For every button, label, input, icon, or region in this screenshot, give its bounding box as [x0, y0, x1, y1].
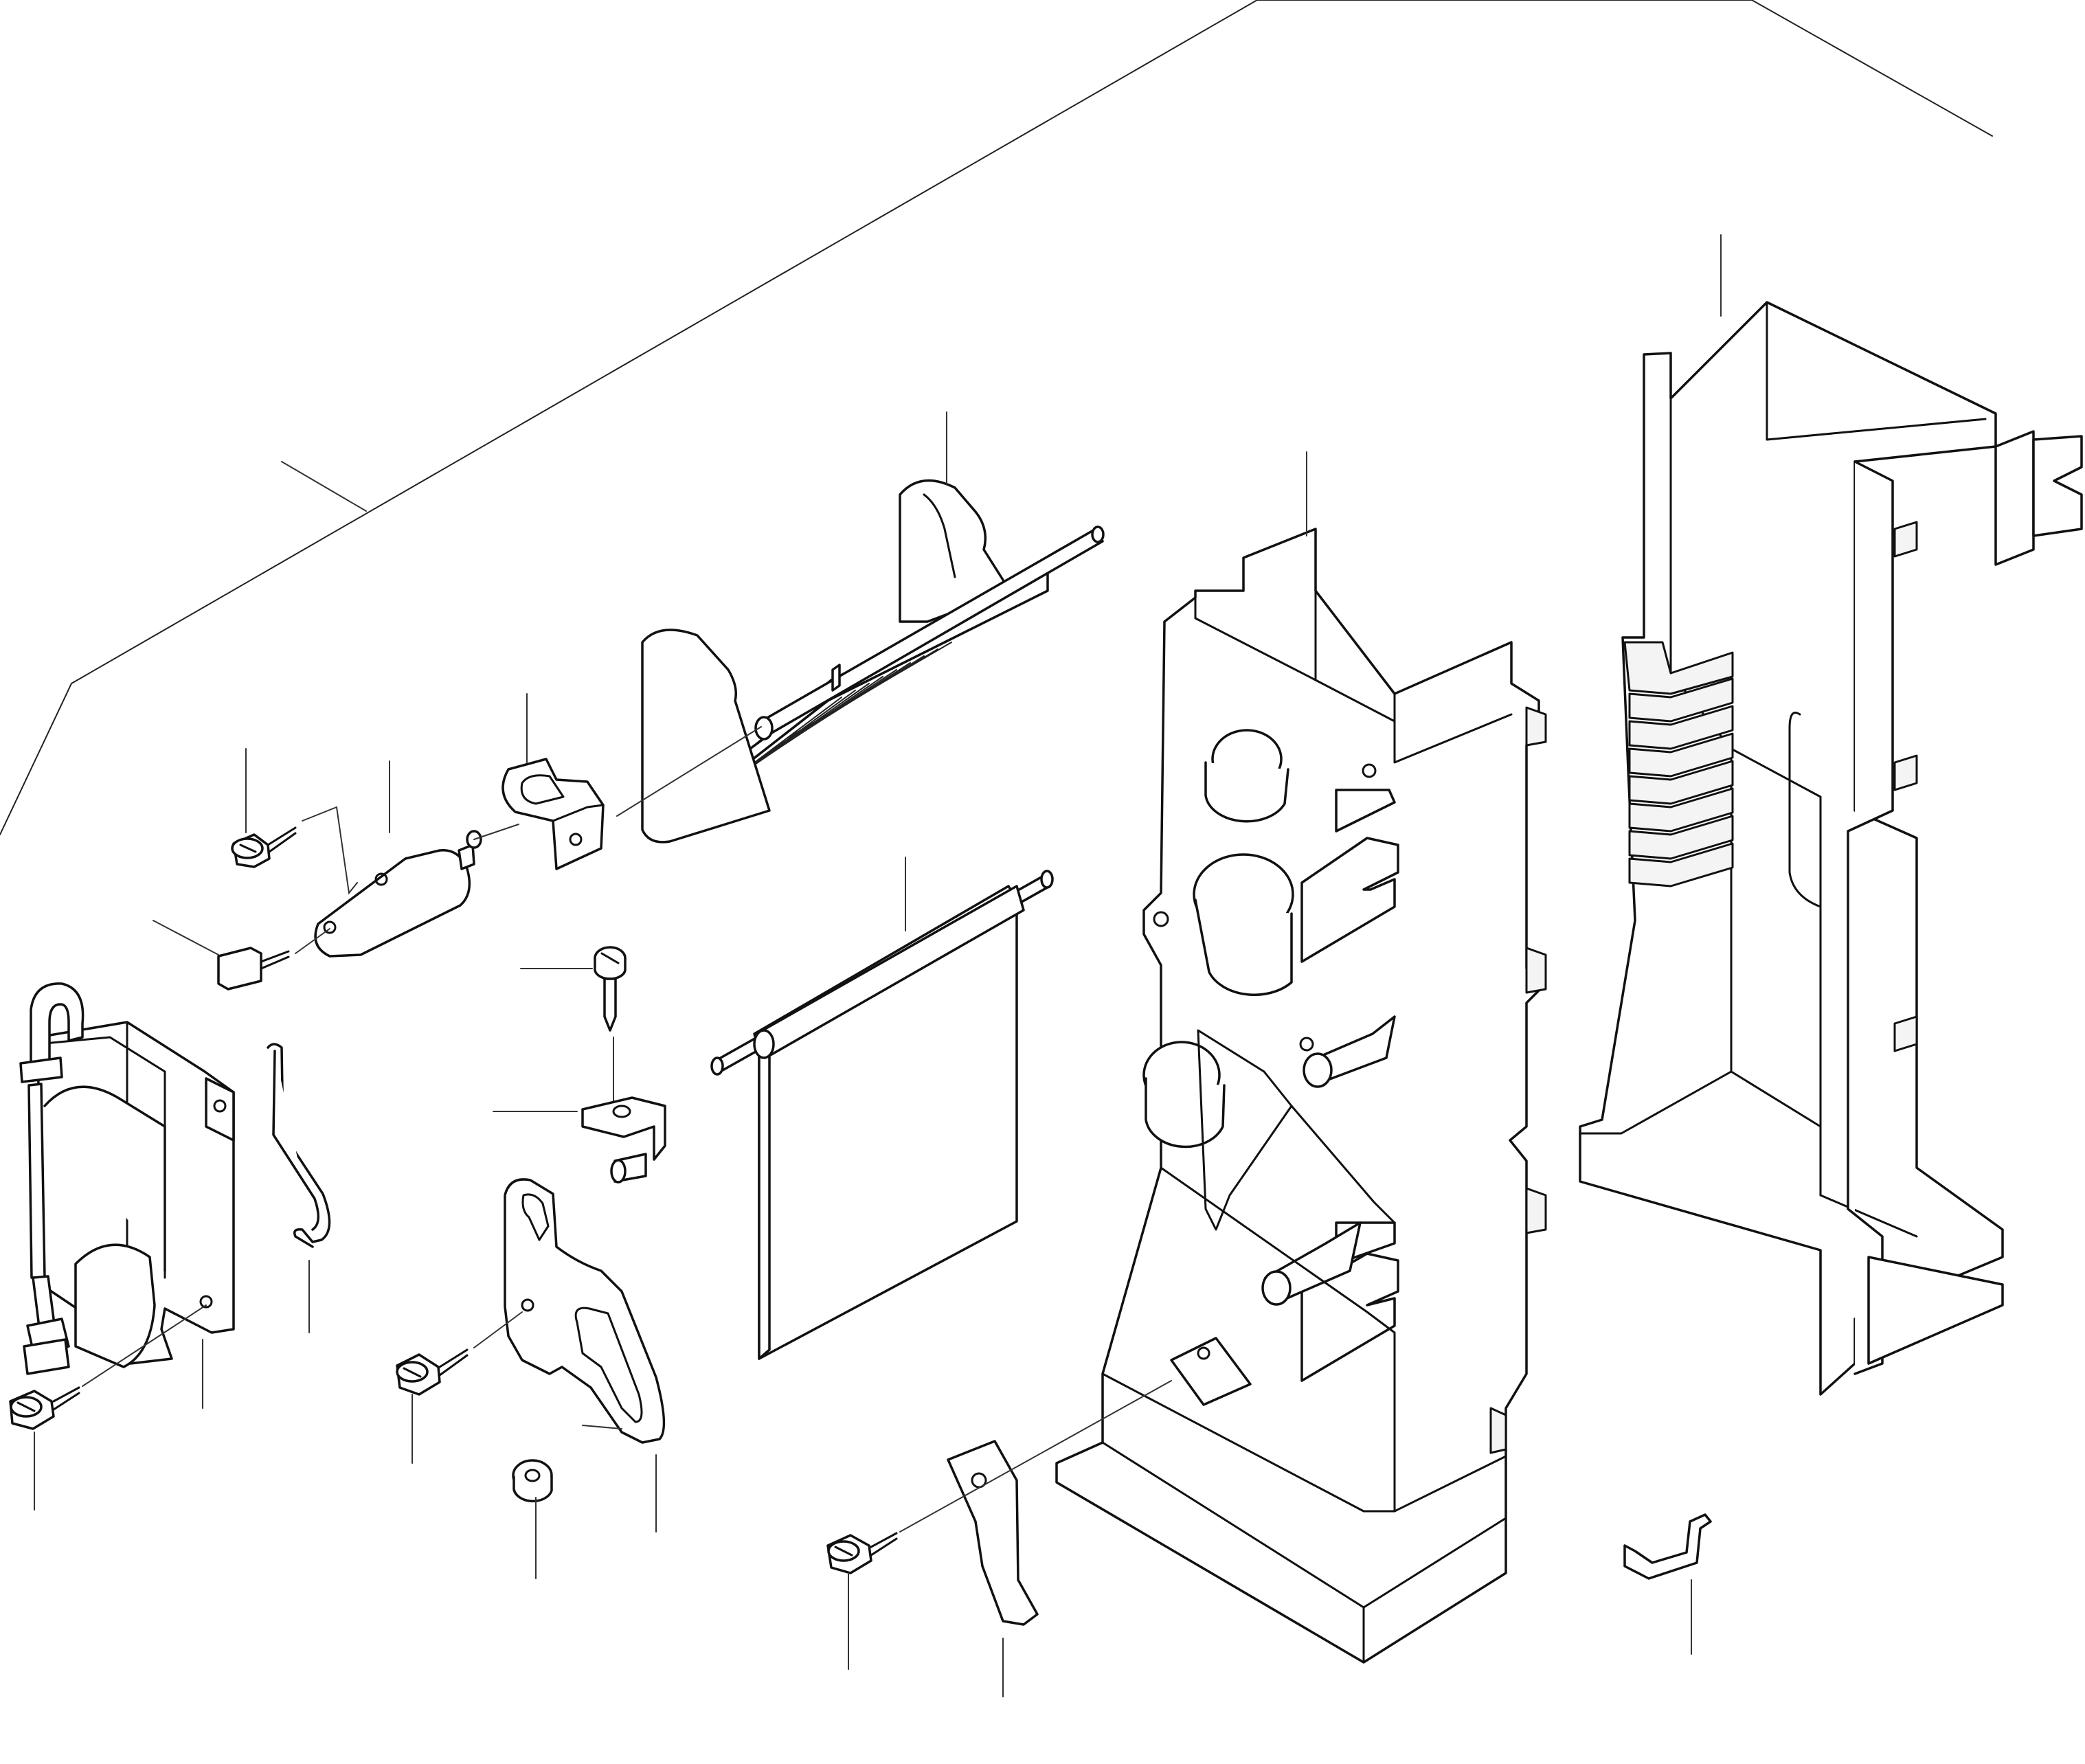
housing-center-half [1055, 528, 1547, 1664]
leader-line-link-plate-rivet [582, 1425, 622, 1429]
heater-core [710, 870, 1054, 1360]
leader-line-screw-link-plate [473, 1311, 523, 1348]
housing-right-half [1579, 301, 2083, 1396]
retaining-clip [1623, 1513, 1712, 1580]
leader-line-flap-shaft [616, 726, 762, 817]
leader-line-screw-lever-lower [295, 928, 330, 954]
leader-line-assembly [281, 461, 367, 512]
leader-line-screw-mid-left [153, 920, 219, 956]
screw-lower-center [396, 1348, 469, 1396]
link-plate [504, 1178, 666, 1444]
mix-door-flap [641, 479, 1105, 844]
pin-bracket [581, 1096, 666, 1184]
screw-lower-right [826, 1532, 898, 1574]
actuator-unit [19, 982, 235, 1375]
angle-bracket-upper [501, 758, 605, 870]
screw-center [594, 946, 627, 1032]
screw-mid-left [217, 947, 290, 991]
screw-actuator [9, 1386, 80, 1430]
leader-line-screw-housing [899, 1380, 1172, 1533]
tab-bracket-lower [947, 1440, 1039, 1626]
lever-arm [314, 830, 482, 958]
leader-line-screw-actuator-mount [82, 1304, 207, 1387]
housing-louvre-fins [1623, 641, 1734, 887]
screw-upper-left [231, 826, 297, 868]
assembly-group-boundary [0, 0, 1993, 835]
control-rod [267, 1043, 331, 1248]
housing-bosses [1197, 1015, 1396, 1306]
rivet-lower [512, 1459, 553, 1503]
leader-line-lever-pin [473, 824, 519, 840]
leader-line-screw-lever [302, 806, 358, 895]
